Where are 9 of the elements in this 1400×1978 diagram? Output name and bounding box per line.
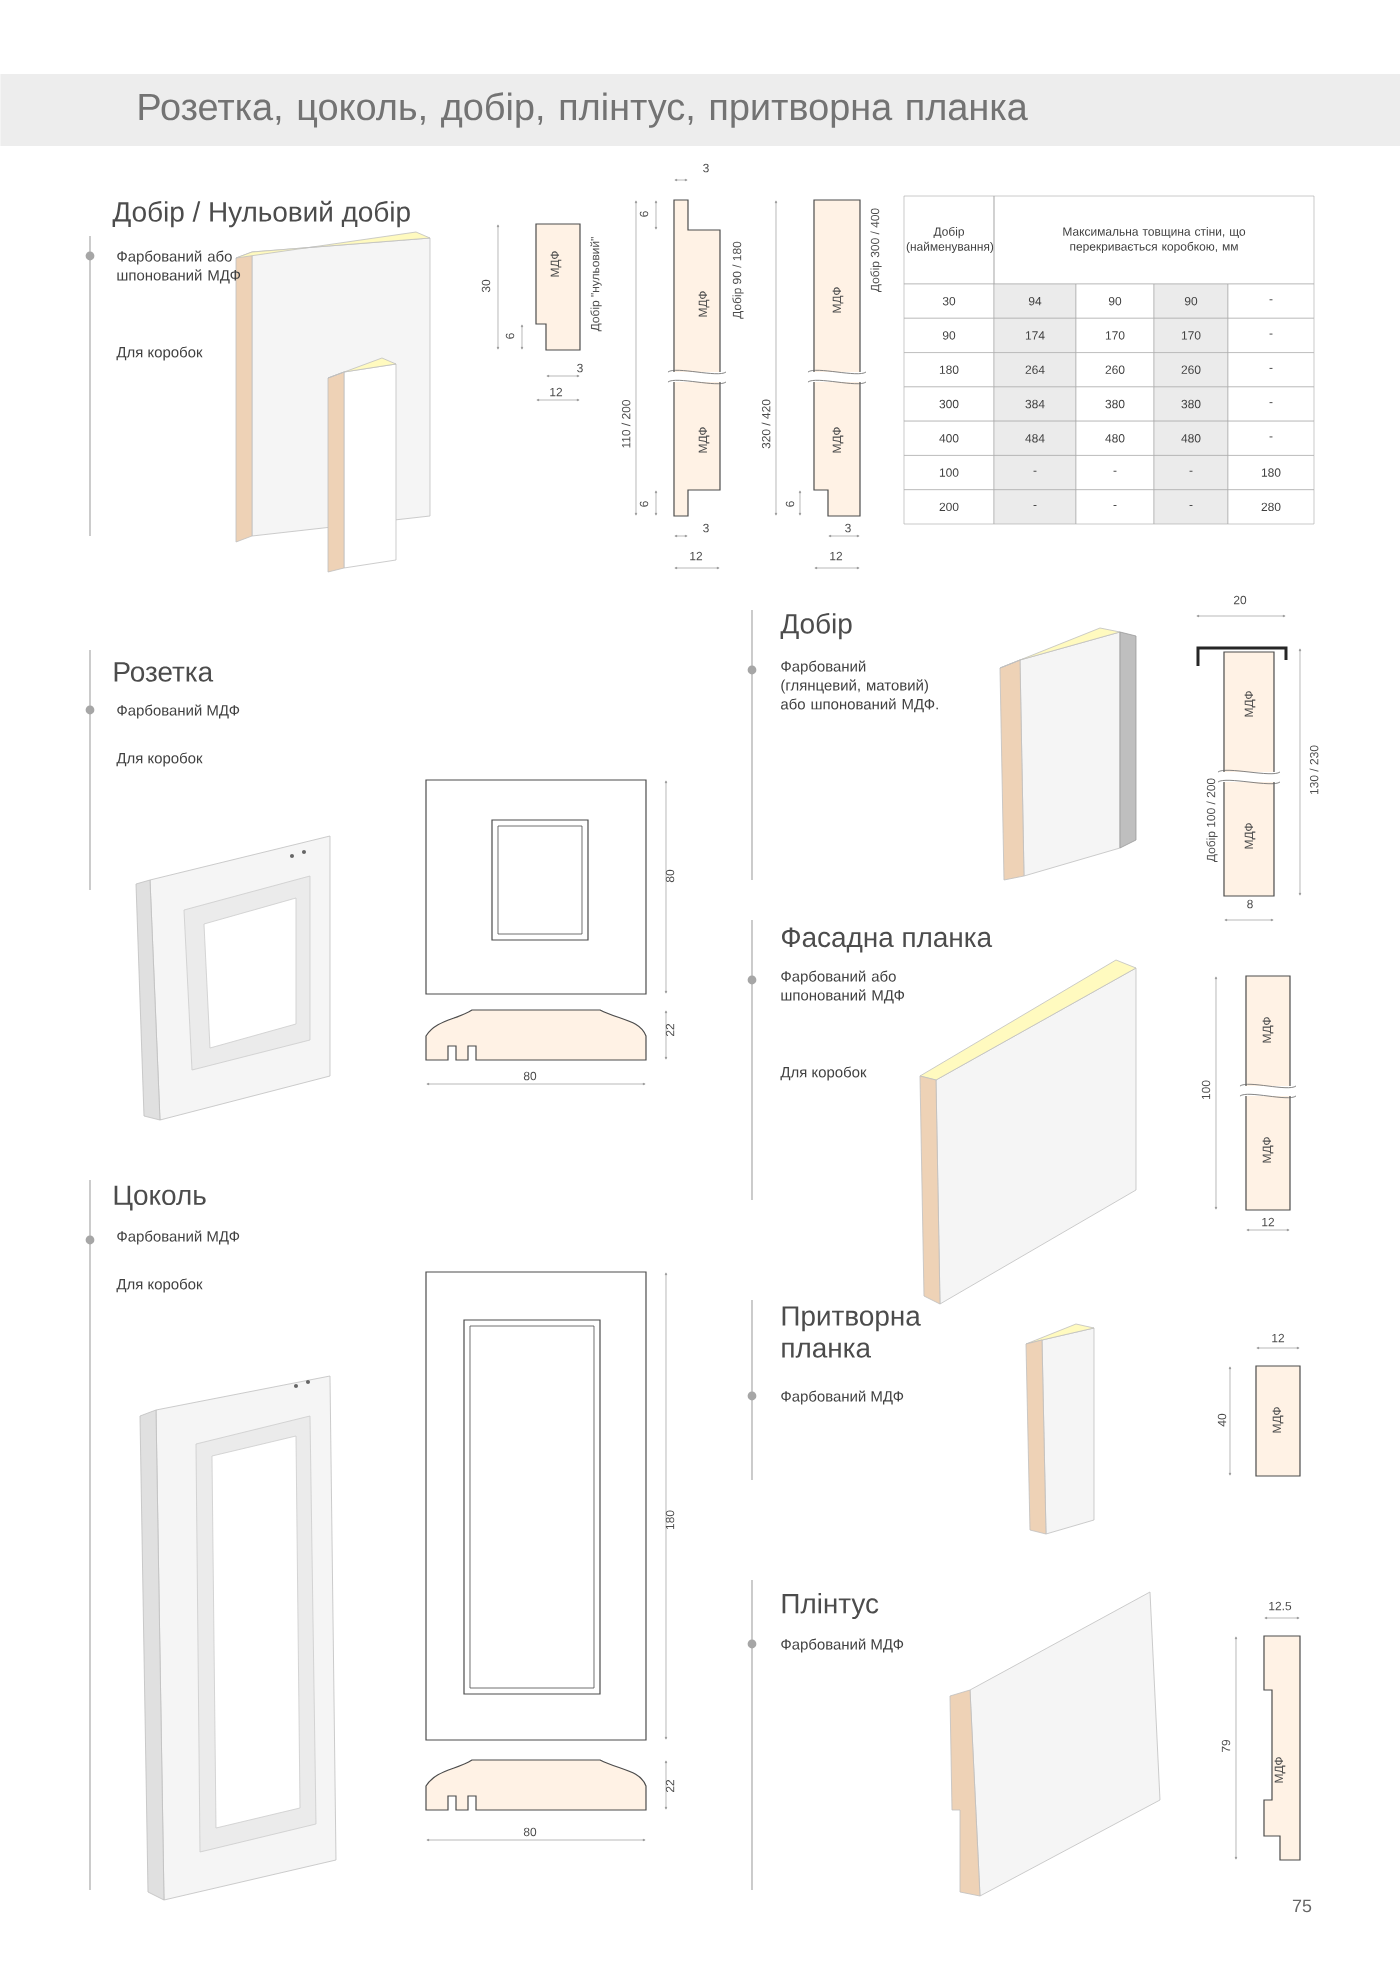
section-heading: Цоколь [114,1185,206,1211]
page-number: 75 [1292,1899,1312,1913]
section-heading: Притворна планка [782,1306,921,1358]
section-heading: Розетка [114,662,214,682]
section-heading: Добір [780,612,852,640]
section-heading: Фасадна планка [782,927,993,953]
title-banner: Розетка, цоколь, добір, плінтус, притворна планка [0,74,1400,146]
section-heading: Добір / Нульовий добір [112,200,410,228]
section-heading: Плінтус [782,1593,879,1619]
